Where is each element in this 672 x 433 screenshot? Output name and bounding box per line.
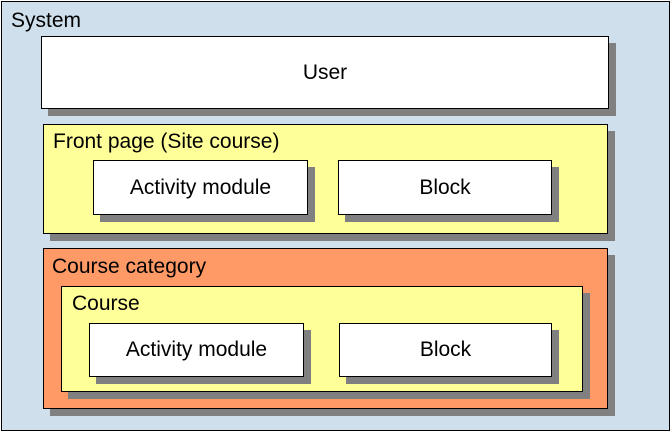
front-page-label: Front page (Site course) — [53, 130, 280, 153]
course-activity-module-label: Activity module — [125, 338, 268, 361]
course-block-box: Block — [339, 323, 552, 377]
front-page-activity-module-label: Activity module — [129, 175, 272, 199]
course-category-label: Course category — [52, 255, 207, 278]
user-label: User — [302, 60, 348, 84]
course-label: Course — [72, 292, 140, 315]
front-page-activity-module-box: Activity module — [93, 160, 308, 215]
user-box: User — [41, 36, 609, 109]
course-activity-module-box: Activity module — [89, 323, 304, 377]
front-page-block-box: Block — [338, 160, 552, 215]
course-block-label: Block — [419, 338, 472, 361]
front-page-block-label: Block — [419, 175, 471, 199]
course-box: Course Activity module Block — [61, 286, 583, 392]
course-category-box: Course category Course Activity module B… — [43, 248, 608, 409]
front-page-box: Front page (Site course) Activity module… — [43, 124, 608, 234]
system-label: System — [11, 9, 82, 32]
